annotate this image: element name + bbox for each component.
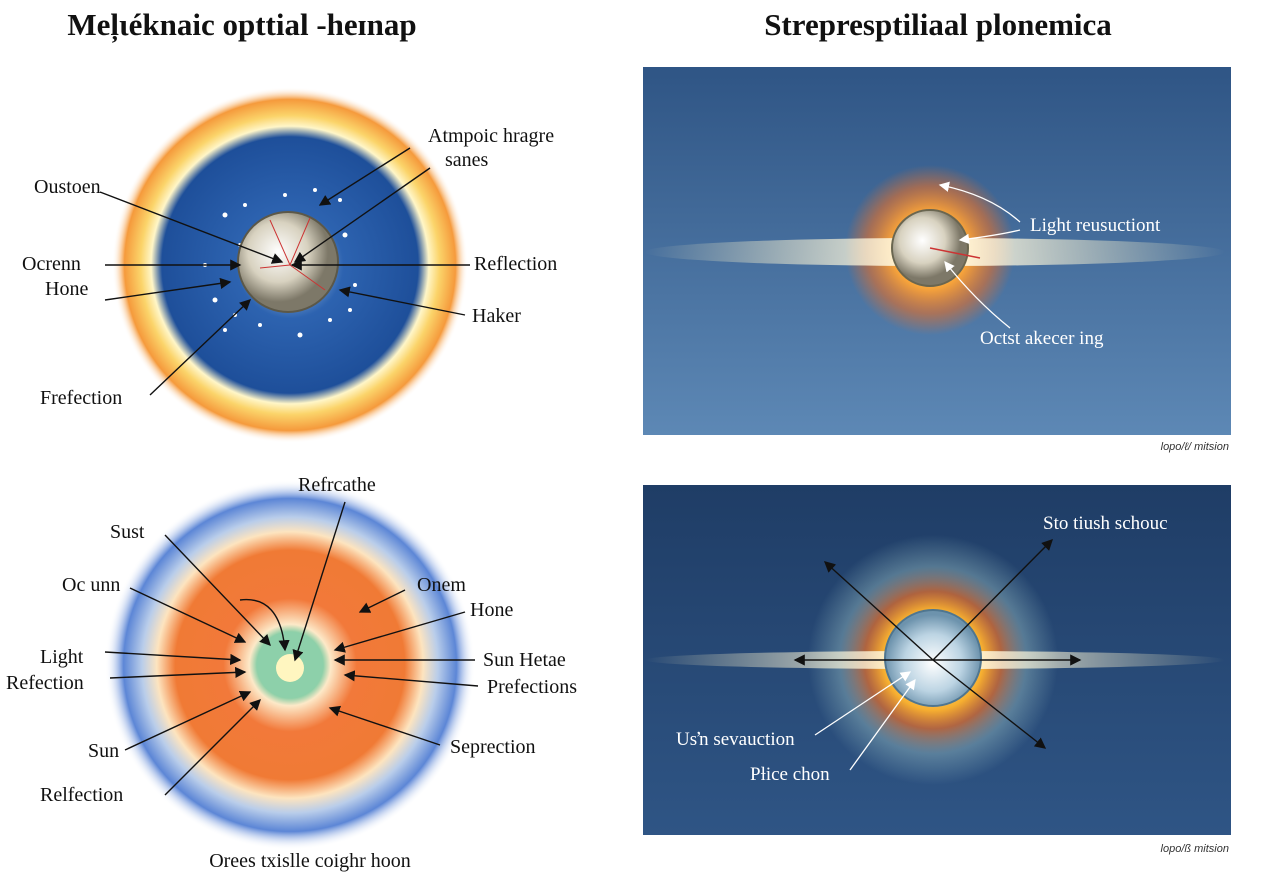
label-usn-sevauction: Usŉ sevauction <box>676 729 795 750</box>
arrow <box>318 147 411 206</box>
arrow <box>124 691 252 751</box>
label-atmpoic-hragre: Atmpoic hragre <box>428 125 554 147</box>
arrow <box>164 534 271 647</box>
arrow <box>109 666 247 679</box>
label-frefection: Frefection <box>40 387 122 409</box>
label-refrcathe: Refrcathe <box>298 474 376 496</box>
image-caption: lopo/ß mitsion <box>1161 843 1229 855</box>
top-left-title: Meļιéknaic opttial -heɪnap <box>67 7 416 43</box>
arrow <box>338 286 466 316</box>
arrow <box>239 598 290 652</box>
label-hone: Hone <box>470 599 513 621</box>
label-onem: Onem <box>417 574 466 596</box>
arrow <box>333 611 466 653</box>
bottom-left-halo-diagram: Refrcathe Sust Oc unn Onem Hone Light Re… <box>6 474 577 872</box>
top-left-halo-diagram: Atmpoic hragre sanes Oustoen Ocrenn Hone… <box>22 87 557 443</box>
arrow <box>958 229 1021 245</box>
label-refection: Refection <box>6 672 84 694</box>
bottom-right-sun-panel: Sto tiush schouc Usŉ sevauction Pƚice ch… <box>643 485 1231 855</box>
arrow <box>104 277 232 301</box>
arrow <box>164 699 261 796</box>
label-plice-chon: Pƚice chon <box>750 764 830 785</box>
label-sun: Sun <box>88 740 119 762</box>
label-sust: Sust <box>110 521 145 543</box>
image-caption: lopo/ℓ/ mitsion <box>1161 441 1229 453</box>
label-light: Light <box>40 646 84 668</box>
label-oustoen: Oustoen <box>34 176 101 198</box>
arrow <box>849 678 916 771</box>
arrow <box>343 670 479 687</box>
sun-sphere <box>237 211 339 313</box>
arrow <box>129 587 247 643</box>
label-oc-unn: Oc unn <box>62 574 120 596</box>
bright-center <box>276 654 304 682</box>
arrow <box>293 167 431 263</box>
arrow <box>932 539 1053 661</box>
arrow <box>104 651 242 666</box>
arrow <box>328 705 441 746</box>
label-prefections: Prefections <box>487 676 577 698</box>
arrow <box>932 659 1047 749</box>
label-sanes: sanes <box>445 149 489 171</box>
label-sun-hetae: Sun Hetae <box>483 649 566 671</box>
arrow <box>823 561 934 661</box>
label-haker: Haker <box>472 305 521 327</box>
arrow <box>292 501 346 662</box>
arrow <box>149 299 252 396</box>
diagram-caption: Orees txislle coighr hoon <box>209 850 411 872</box>
arrow <box>938 181 1021 223</box>
label-relfection: Relfection <box>40 784 123 806</box>
label-light-reusuctiont: Light reusuctiont <box>1030 215 1161 236</box>
label-seprection: Seprection <box>450 736 536 758</box>
label-reflection: Reflection <box>474 253 557 275</box>
label-sto-tiush-schouc: Sto tiush schouc <box>1043 513 1168 534</box>
label-ocrenn: Ocrenn <box>22 253 81 275</box>
top-right-sun-panel: Light reusuctiont Octst akecer ing lopo/… <box>643 67 1231 453</box>
arrow <box>944 260 1011 329</box>
sun-sphere <box>884 609 982 707</box>
arrow <box>99 191 284 264</box>
arrow <box>358 589 406 613</box>
top-right-title: Strepresptiliaal plonemica <box>764 7 1112 42</box>
label-octst-akecer-ing: Octst akecer ing <box>980 328 1104 349</box>
arrow <box>814 671 912 736</box>
label-hone: Hone <box>45 278 88 300</box>
